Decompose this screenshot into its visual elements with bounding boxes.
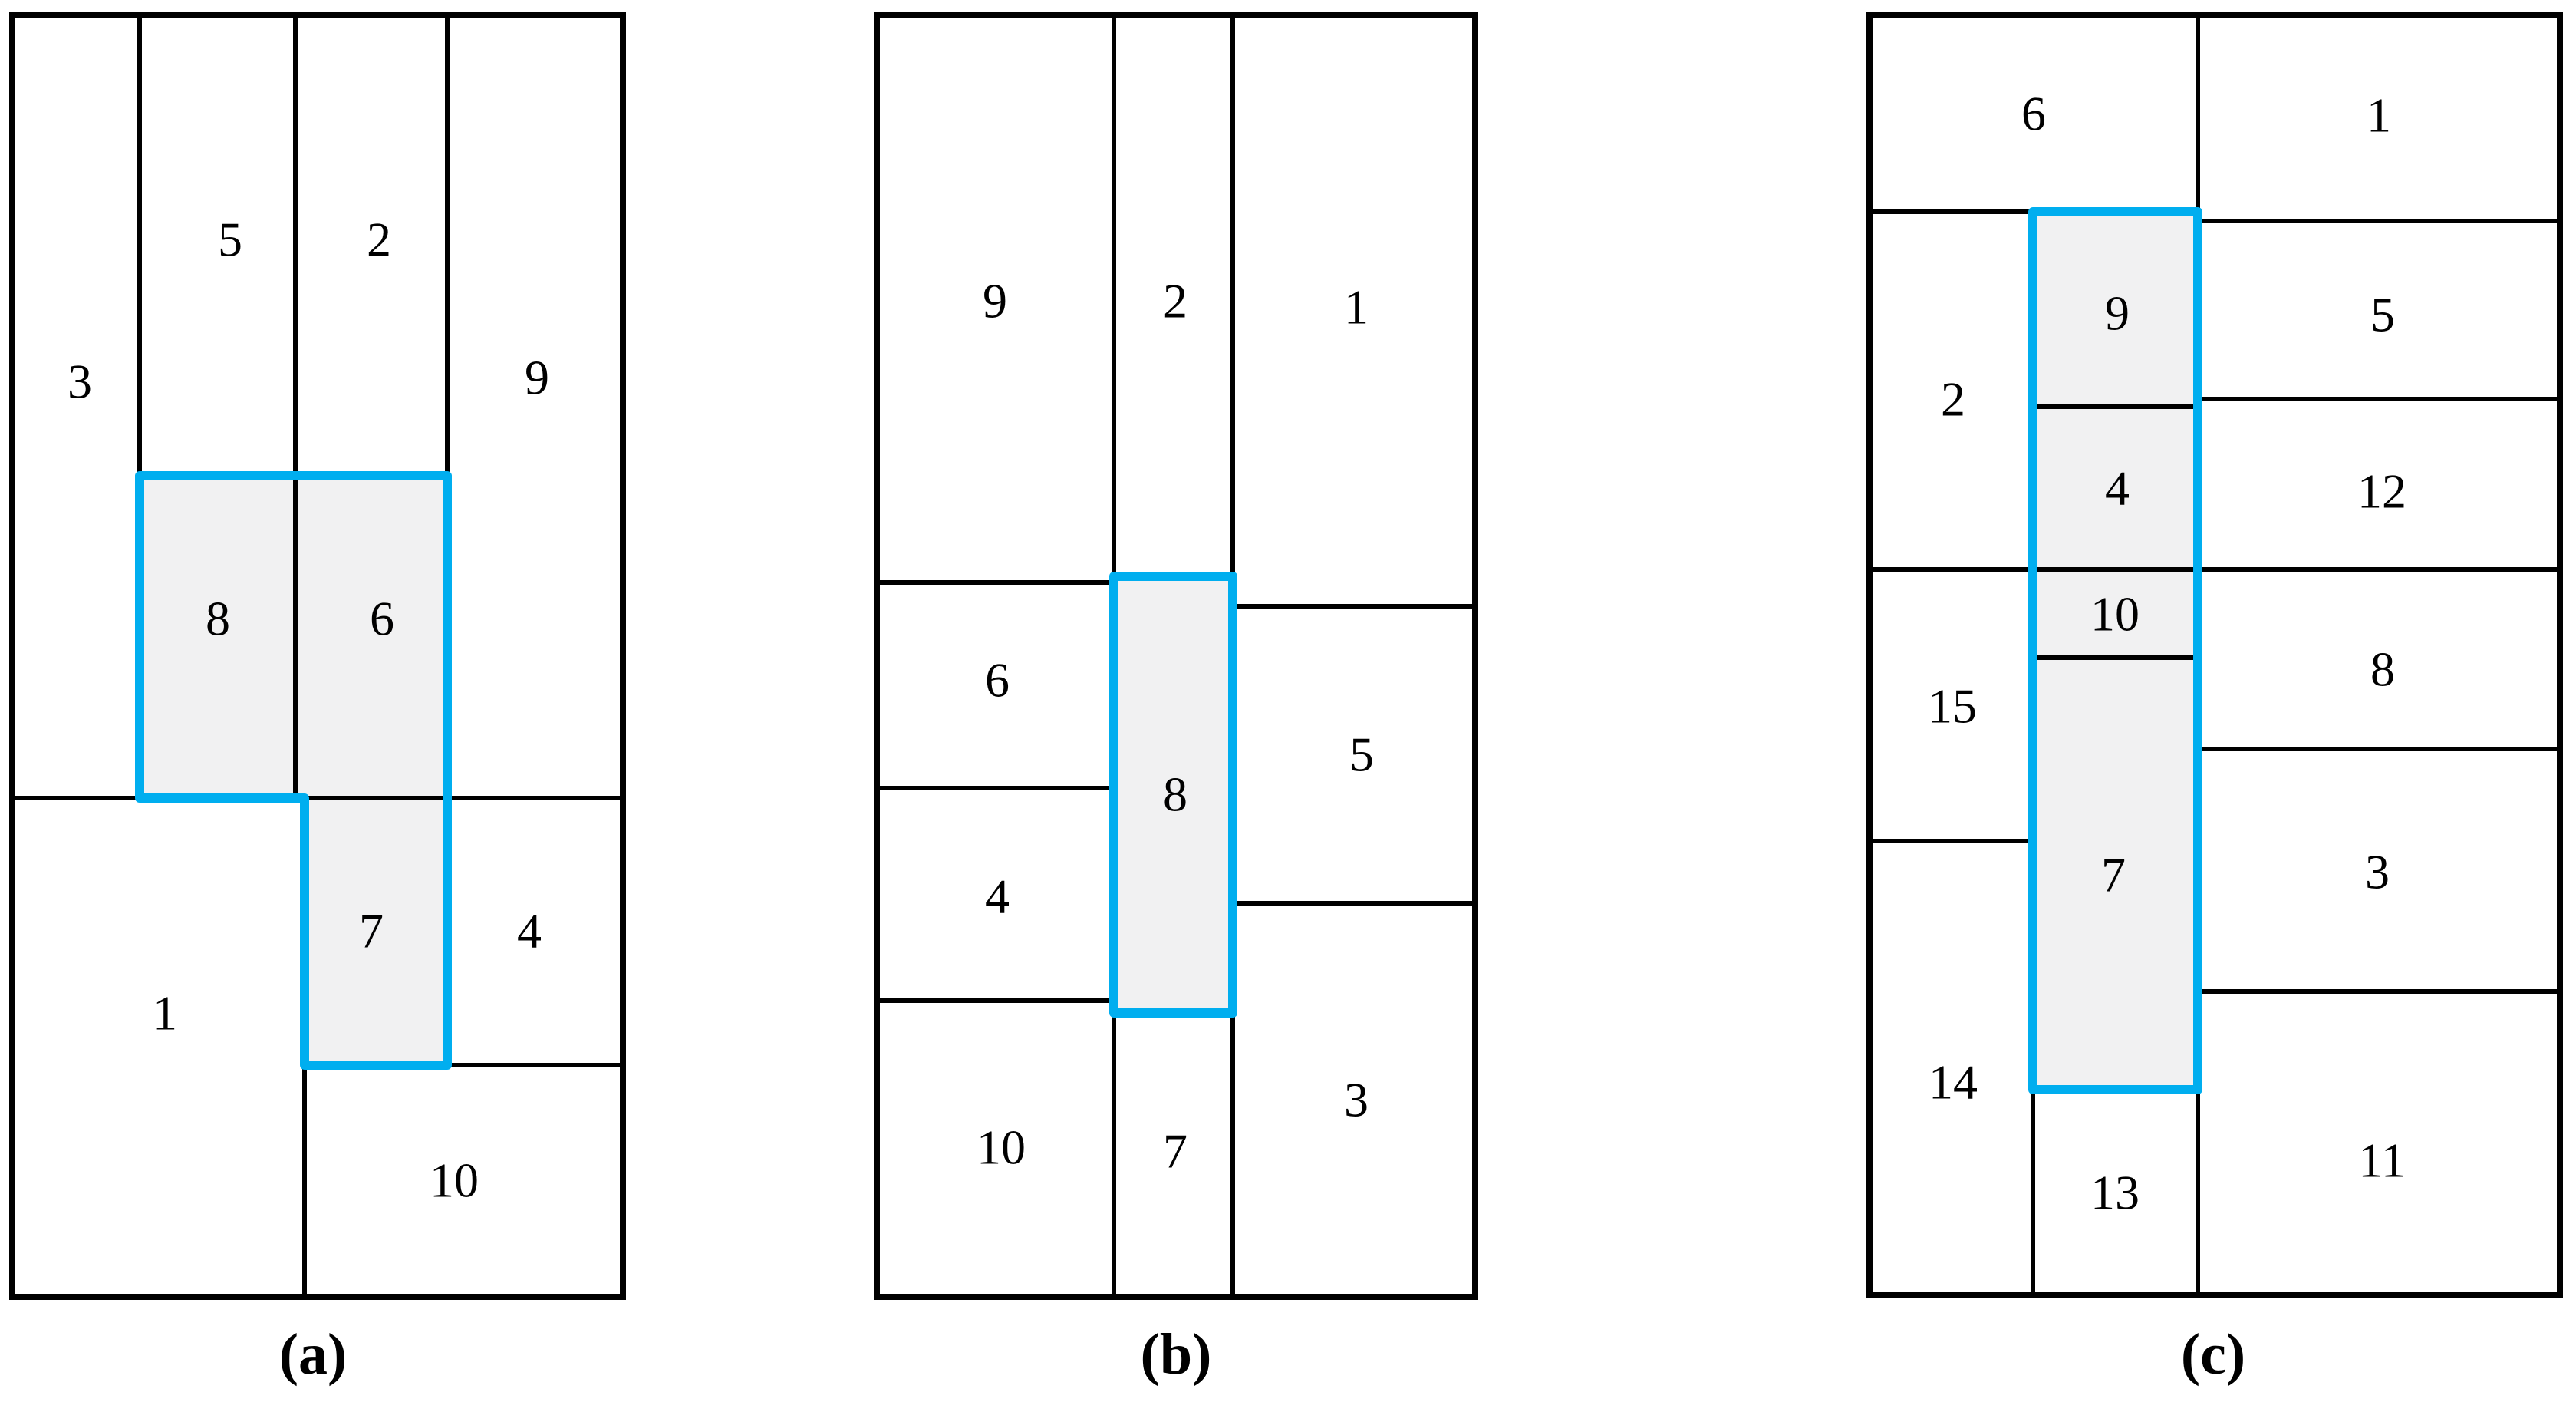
region-label-a-8: 8	[206, 592, 230, 646]
region-label-a-6: 6	[370, 592, 394, 646]
region-b-3	[1230, 901, 1477, 1299]
region-label-b-7: 7	[1163, 1124, 1188, 1179]
region-label-a-9: 9	[525, 351, 549, 405]
region-a-10	[302, 1063, 625, 1299]
region-label-a-4: 4	[517, 904, 542, 958]
region-label-b-3: 3	[1344, 1073, 1369, 1127]
region-label-a-3: 3	[68, 355, 92, 409]
region-label-c-14: 14	[1929, 1055, 1978, 1110]
region-b-10	[875, 998, 1116, 1299]
region-label-b-4: 4	[985, 869, 1010, 924]
region-label-c-3: 3	[2365, 845, 2390, 899]
region-label-a-10: 10	[430, 1153, 479, 1208]
region-label-b-10: 10	[977, 1120, 1026, 1175]
panel-border-a	[9, 12, 626, 1300]
region-label-b-2: 2	[1163, 274, 1188, 328]
region-b-5	[1230, 604, 1477, 906]
panel-b: 9 2 1 6 8 5 4 10 7 3 (b)	[874, 12, 1478, 1387]
region-label-c-11: 11	[2358, 1133, 2406, 1188]
region-a-5	[137, 13, 298, 478]
region-label-c-5: 5	[2370, 288, 2395, 342]
region-label-c-13: 13	[2090, 1166, 2140, 1220]
region-a-9	[445, 13, 625, 800]
region-label-c-8: 8	[2370, 642, 2395, 697]
region-label-b-6: 6	[985, 653, 1010, 708]
region-label-b-8: 8	[1163, 767, 1188, 822]
region-label-c-7: 7	[2101, 848, 2126, 902]
region-c-11	[2196, 989, 2562, 1298]
region-b-4	[875, 786, 1116, 1003]
region-label-c-2: 2	[1941, 372, 1965, 427]
region-label-c-6: 6	[2021, 87, 2046, 141]
panel-caption-c: (c)	[2181, 1322, 2245, 1387]
panel-caption-b: (b)	[1141, 1322, 1212, 1387]
highlight-outline-a	[135, 471, 452, 1070]
panel-caption-a: (a)	[279, 1322, 348, 1387]
region-c-10	[2031, 567, 2200, 660]
region-label-c-15: 15	[1928, 679, 1977, 734]
region-c-8	[2196, 567, 2562, 751]
region-a-3	[10, 13, 142, 800]
region-a-1	[10, 796, 307, 1299]
panel-border-b	[874, 12, 1478, 1300]
region-label-a-5: 5	[218, 213, 242, 267]
region-label-c-12: 12	[2357, 464, 2406, 519]
region-b-7	[1112, 1011, 1235, 1299]
region-c-9	[2031, 209, 2200, 409]
region-c-1	[2196, 13, 2562, 223]
region-label-c-9: 9	[2105, 286, 2130, 341]
region-label-b-9: 9	[983, 274, 1007, 328]
region-label-b-5: 5	[1349, 727, 1374, 782]
region-label-b-1: 1	[1344, 280, 1369, 335]
highlight-outline-c	[2028, 207, 2202, 1094]
region-b-1	[1230, 13, 1477, 609]
region-label-c-1: 1	[2367, 88, 2391, 143]
region-label-a-1: 1	[153, 986, 177, 1041]
panel-a: 3 5 2 9 8 6 1 7 4 10 (a)	[9, 12, 626, 1387]
region-label-a-7: 7	[359, 904, 384, 958]
highlight-outline-b	[1109, 572, 1237, 1018]
region-label-c-10: 10	[2090, 587, 2140, 642]
region-c-6	[1867, 13, 2200, 214]
region-c-15	[1867, 567, 2035, 843]
region-b-6	[875, 580, 1116, 790]
panel-border-c	[1866, 12, 2563, 1298]
region-label-c-4: 4	[2105, 461, 2130, 516]
region-label-a-2: 2	[367, 213, 391, 267]
